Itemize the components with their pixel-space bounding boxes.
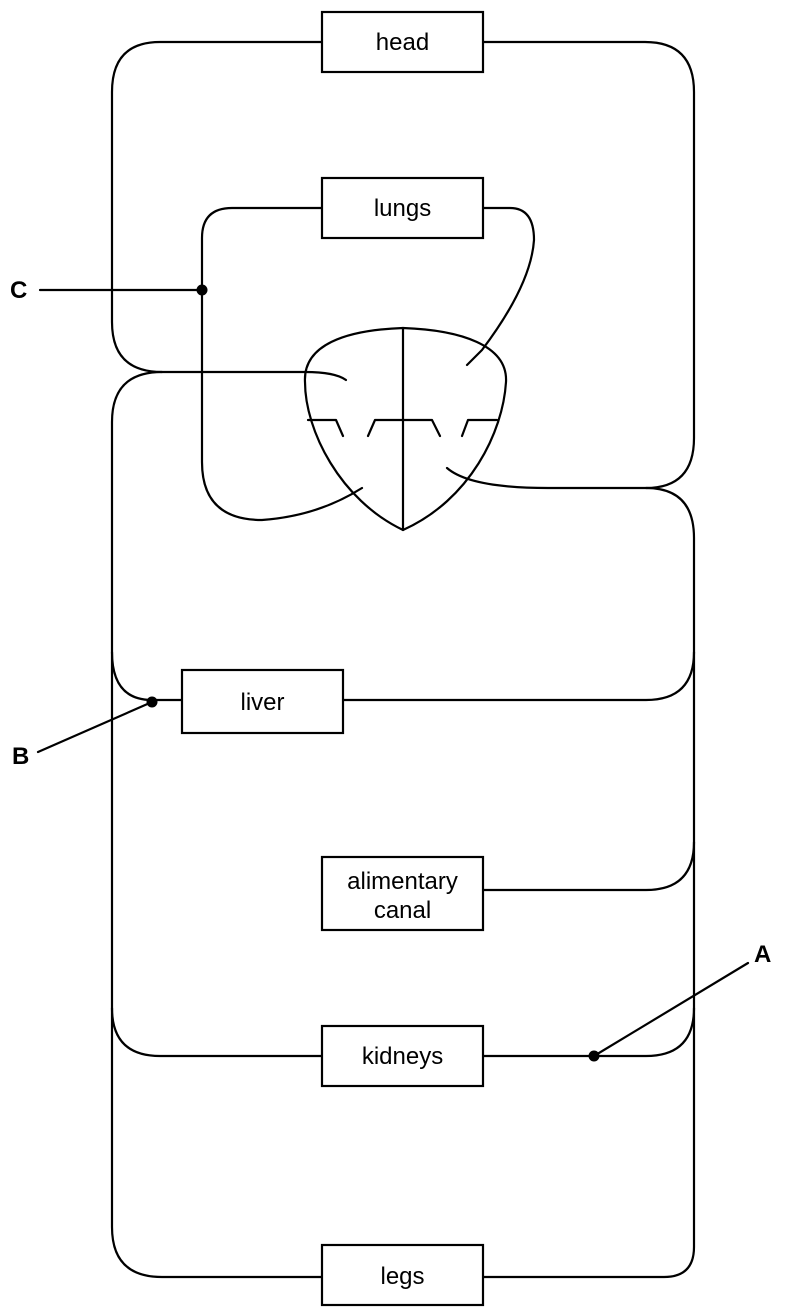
point-c-dot: [196, 284, 208, 296]
pulmonary-artery: [200, 206, 364, 522]
heart-outline: [303, 326, 508, 532]
renal-artery: [481, 1006, 696, 1058]
vena-cava-entry: [303, 370, 348, 382]
head-label: head: [376, 29, 429, 56]
liver-label: liver: [240, 689, 284, 716]
legs-label: legs: [380, 1263, 424, 1290]
hepatic-circuit: [110, 650, 184, 702]
label-a: A: [754, 941, 771, 968]
pointer-a: [592, 961, 750, 1058]
label-b: B: [12, 743, 29, 770]
alimentary-label-line1: alimentary: [347, 868, 458, 895]
alimentary-label-line2: canal: [374, 897, 431, 924]
head-circuit: [110, 40, 324, 374]
gut-artery: [481, 840, 696, 892]
kidneys-box: kidneys: [320, 1024, 485, 1088]
label-c: C: [10, 277, 27, 304]
heart-valves: [306, 418, 499, 438]
head-return-vessel: [445, 40, 696, 490]
hepatic-artery: [341, 650, 696, 702]
kidneys-label: kidneys: [362, 1043, 443, 1070]
renal-vein: [110, 1006, 324, 1058]
vena-cava: [110, 370, 324, 1279]
lungs-label: lungs: [374, 195, 431, 222]
pulmonary-vein: [465, 206, 536, 367]
pointer-b: [36, 700, 154, 754]
point-b-dot: [146, 696, 158, 708]
alimentary-canal-box: alimentary canal: [320, 855, 485, 932]
point-a-dot: [588, 1050, 600, 1062]
liver-box: liver: [180, 668, 345, 735]
lungs-box: lungs: [320, 176, 485, 240]
head-box: head: [320, 10, 485, 74]
legs-box: legs: [320, 1243, 485, 1307]
aorta-descending: [481, 486, 696, 1279]
